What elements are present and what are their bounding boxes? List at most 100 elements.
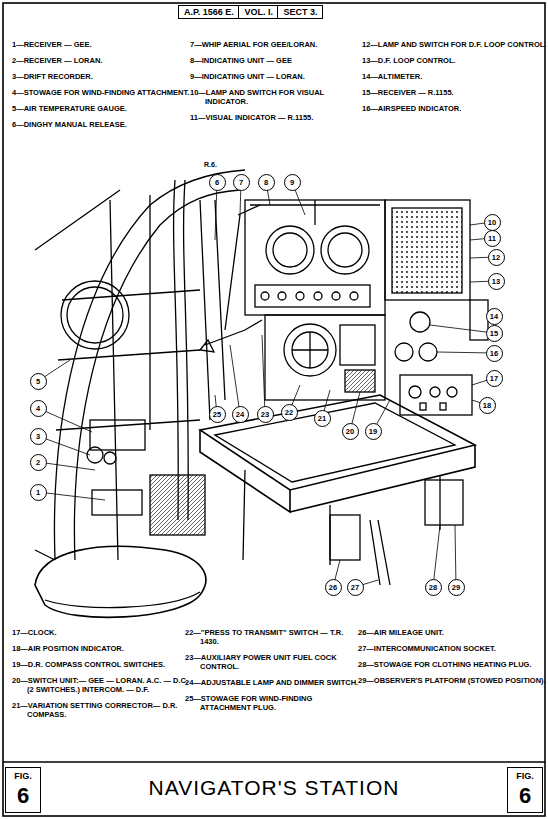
callout-number: 14 — [486, 308, 503, 325]
callout-text: 8 — [264, 178, 268, 187]
callout-number: 3 — [30, 428, 47, 445]
callout-number: 12 — [488, 249, 505, 266]
figure-number-box: FIG.6 — [5, 767, 41, 813]
parts-list-item: 27—INTERCOMMUNICATION SOCKET. — [358, 644, 548, 653]
header-cell: SECT 3. — [277, 5, 323, 19]
callout-text: 26 — [329, 583, 337, 592]
header-text: SECT 3. — [283, 7, 317, 17]
callout-number: 4 — [30, 400, 47, 417]
callout-text: 15 — [490, 329, 498, 338]
callout-text: 4 — [36, 404, 40, 413]
parts-list-item: 6—DINGHY MANUAL RELEASE. — [12, 120, 192, 129]
figure-number-box: FIG.6 — [507, 767, 543, 813]
callout-text: 3 — [36, 432, 40, 441]
callout-text: 19 — [369, 427, 377, 436]
callout-text: 27 — [351, 583, 359, 592]
parts-list-item: 12—LAMP AND SWITCH FOR D.F. LOOP CONTROL… — [362, 40, 547, 49]
callout-text: 29 — [452, 583, 460, 592]
figure-number: 6 — [6, 783, 40, 809]
callout-number: 13 — [488, 273, 505, 290]
parts-list-item: 15—RECEIVER — R.1155. — [362, 88, 547, 97]
header-cell: VOL. I. — [238, 5, 279, 19]
callout-number: 29 — [448, 579, 465, 596]
callout-text: 21 — [318, 414, 326, 423]
callout-number: 5 — [30, 373, 47, 390]
parts-list-item: 28—STOWAGE FOR CLOTHING HEATING PLUG. — [358, 660, 548, 669]
callout-number: 15 — [486, 325, 503, 342]
callout-text: 13 — [492, 277, 500, 286]
callout-text: 20 — [346, 427, 354, 436]
callout-number: 25 — [209, 406, 226, 423]
header-text: A.P. 1566 E. — [184, 7, 234, 17]
parts-list-item: 5—AIR TEMPERATURE GAUGE. — [12, 104, 192, 113]
figure-label: FIG. — [6, 768, 40, 783]
callout-text: 11 — [488, 234, 496, 243]
parts-list-item: 21—VARIATION SETTING CORRECTOR— D.R. COM… — [12, 701, 192, 719]
callout-number: 8 — [258, 174, 275, 191]
callout-text: 1 — [36, 488, 40, 497]
callout-number: 21 — [314, 410, 331, 427]
parts-list-item: 7—WHIP AERIAL FOR GEE/LORAN. — [190, 40, 360, 49]
parts-list-item: 13—D.F. LOOP CONTROL. — [362, 56, 547, 65]
callout-number: 23 — [257, 406, 274, 423]
parts-list-item: 16—AIRSPEED INDICATOR. — [362, 104, 547, 113]
callout-text: 6 — [215, 178, 219, 187]
callout-number: 22 — [281, 404, 298, 421]
callout-text: 14 — [490, 312, 498, 321]
callout-number: 19 — [365, 423, 382, 440]
callout-number: 26 — [325, 579, 342, 596]
callout-text: 7 — [239, 178, 243, 187]
callout-number: 17 — [486, 370, 503, 387]
parts-list-item: 22—"PRESS TO TRANSMIT" SWITCH — T.R. 143… — [185, 628, 360, 646]
figure-title: NAVIGATOR'S STATION — [50, 776, 498, 800]
parts-list-item: 3—DRIFT RECORDER. — [12, 72, 192, 81]
callout-text: 28 — [429, 583, 437, 592]
parts-list-item: 20—SWITCH UNIT:— GEE — LORAN. A.C. — D.C… — [12, 676, 192, 694]
parts-list-item: 18—AIR POSITION INDICATOR. — [12, 644, 192, 653]
parts-list-item: 25—STOWAGE FOR WIND-FINDING ATTACHMENT P… — [185, 694, 360, 712]
part-reference: R.6. — [204, 160, 217, 169]
parts-list-item: 4—STOWAGE FOR WIND-FINDING ATTACHMENT. — [12, 88, 192, 97]
parts-list-item: 9—INDICATING UNIT — LORAN. — [190, 72, 360, 81]
callout-number: 1 — [30, 484, 47, 501]
callout-text: 2 — [36, 458, 40, 467]
parts-list-item: 26—AIR MILEAGE UNIT. — [358, 628, 548, 637]
callout-number: 2 — [30, 454, 47, 471]
callout-text: 5 — [36, 377, 40, 386]
parts-list-item: 24—ADJUSTABLE LAMP AND DIMMER SWITCH. — [185, 678, 360, 687]
parts-list-item: 19—D.R. COMPASS CONTROL SWITCHES. — [12, 660, 192, 669]
callout-number: 18 — [479, 397, 496, 414]
header-cell: A.P. 1566 E. — [178, 5, 240, 19]
parts-list-item: 11—VISUAL INDICATOR — R.1155. — [190, 113, 360, 122]
parts-list-item: 23—AUXILIARY POWER UNIT FUEL COCK CONTRO… — [185, 653, 360, 671]
figure-label: FIG. — [508, 768, 542, 783]
parts-list-item: 14—ALTIMETER. — [362, 72, 547, 81]
callout-number: 9 — [284, 174, 301, 191]
callout-number: 27 — [347, 579, 364, 596]
parts-list-item: 2—RECEIVER — LORAN. — [12, 56, 192, 65]
callout-text: 10 — [488, 218, 496, 227]
callout-text: 25 — [213, 410, 221, 419]
callout-text: 16 — [490, 349, 498, 358]
parts-list-item: 8—INDICATING UNIT — GEE — [190, 56, 360, 65]
callout-number: 7 — [233, 174, 250, 191]
callout-number: 16 — [486, 345, 503, 362]
callout-text: 18 — [483, 401, 491, 410]
parts-list-item: 17—CLOCK. — [12, 628, 192, 637]
callout-number: 6 — [209, 174, 226, 191]
callout-number: 20 — [342, 423, 359, 440]
callout-text: 12 — [492, 253, 500, 262]
callout-text: 24 — [236, 410, 244, 419]
callout-number: 28 — [425, 579, 442, 596]
callout-text: 22 — [285, 408, 293, 417]
callout-text: 17 — [490, 374, 498, 383]
header-text: VOL. I. — [244, 7, 273, 17]
callout-number: 10 — [484, 214, 501, 231]
parts-list-item: 29—OBSERVER'S PLATFORM (STOWED POSITION)… — [358, 676, 548, 685]
parts-list-item: 1—RECEIVER — GEE. — [12, 40, 192, 49]
callout-number: 24 — [232, 406, 249, 423]
figure-number: 6 — [508, 783, 542, 809]
callout-text: 23 — [261, 410, 269, 419]
parts-list-item: 10—LAMP AND SWITCH FOR VISUAL INDICATOR. — [190, 88, 360, 106]
callout-number: 11 — [484, 230, 501, 247]
